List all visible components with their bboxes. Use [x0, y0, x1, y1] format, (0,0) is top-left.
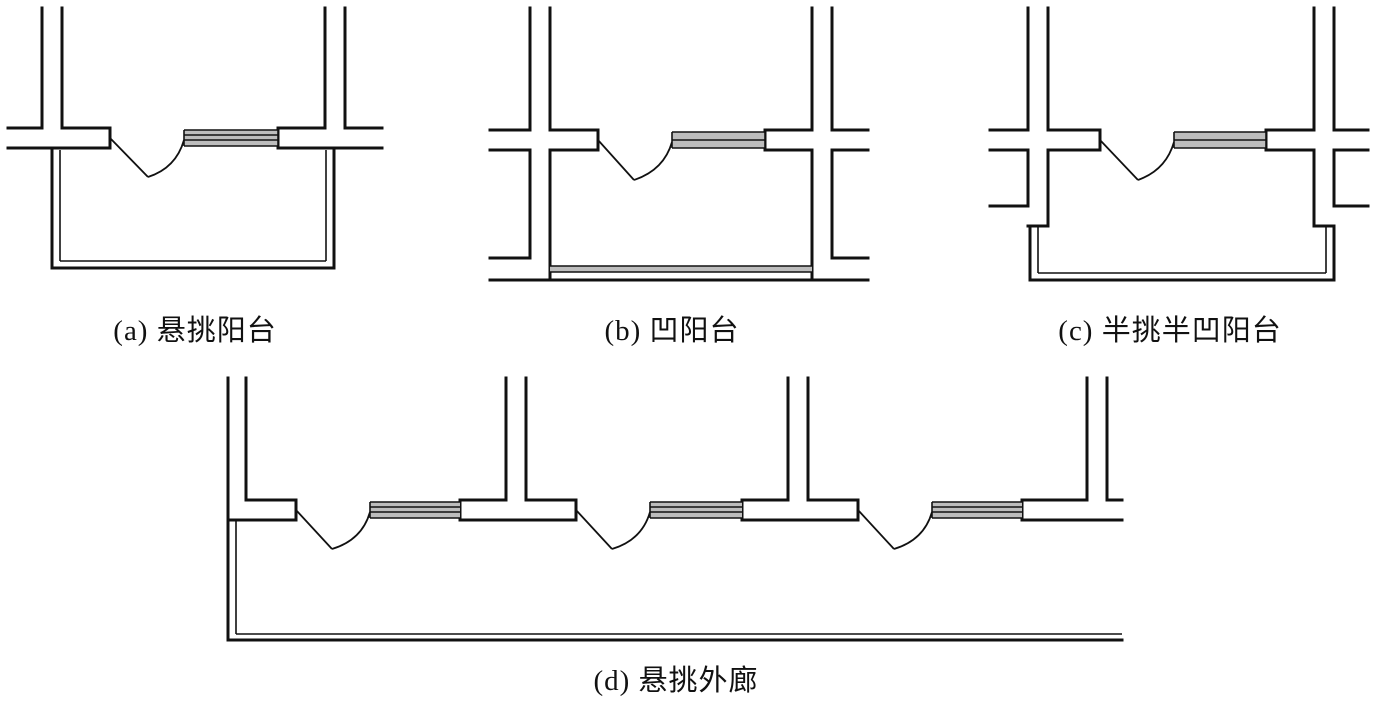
caption-c: (c) 半挑半凹阳台: [1058, 314, 1281, 347]
panel-d-cantilever-corridor: [226, 376, 1124, 642]
panel-c-semi-recessed-balcony: [988, 6, 1370, 282]
caption-d: (d) 悬挑外廊: [593, 664, 758, 697]
caption-b: (b) 凹阳台: [604, 314, 739, 347]
caption-a: (a) 悬挑阳台: [113, 314, 276, 347]
panel-b-recessed-balcony: [488, 6, 870, 282]
panel-a-cantilever-balcony: [6, 6, 384, 270]
